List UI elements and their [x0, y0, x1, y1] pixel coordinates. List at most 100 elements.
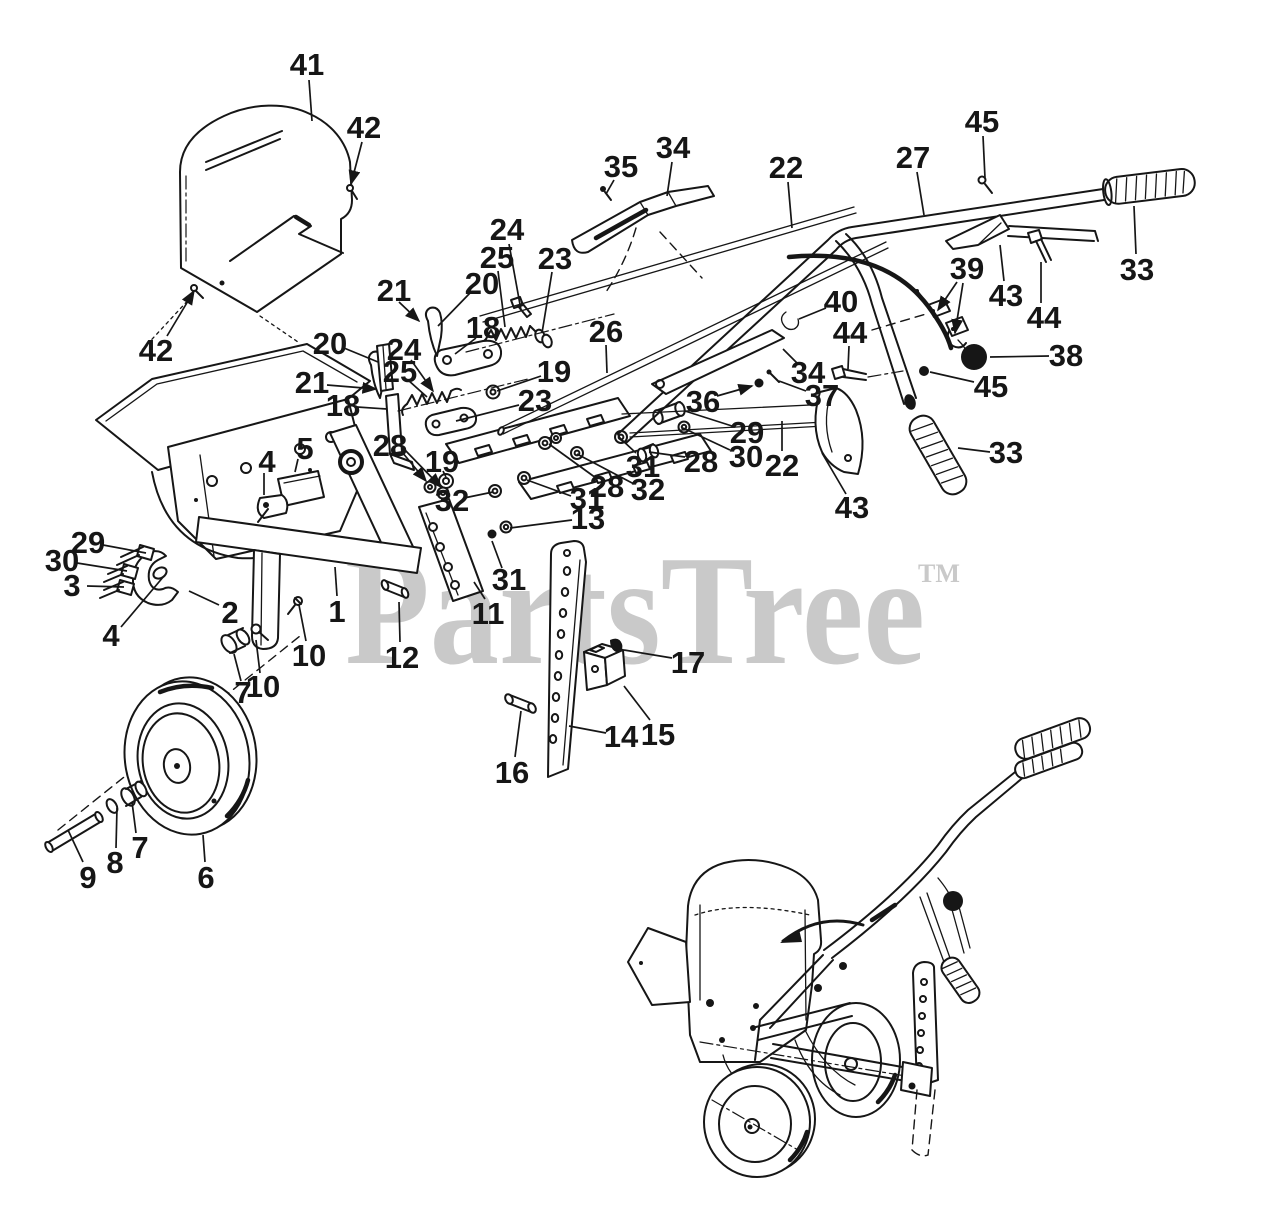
- assembled-knob: [943, 891, 963, 911]
- leader-line-41: [308, 79, 313, 122]
- callout-7-58: 7: [131, 830, 148, 865]
- leader-line-3: [86, 585, 125, 588]
- leader-line-40: [798, 307, 827, 320]
- bracket-18-lower: [424, 406, 478, 437]
- leader-line-19: [442, 470, 447, 478]
- callout-13-27: 13: [571, 501, 605, 536]
- callout-22-21: 22: [765, 448, 799, 483]
- spacer-28: [636, 443, 660, 463]
- callout-24-42: 24: [387, 332, 422, 367]
- bolt-44-top: [1027, 229, 1052, 263]
- callout-12-54: 12: [385, 640, 419, 675]
- rod-22-lower: [629, 420, 843, 438]
- leader-line-30: [682, 427, 731, 451]
- callout-29-19: 29: [730, 415, 764, 450]
- cable-clip-40: [780, 311, 800, 331]
- throttle-lever-34-top: [571, 185, 715, 254]
- callout-20-37: 20: [465, 266, 499, 301]
- callout-4-50: 4: [102, 618, 120, 653]
- leader-line-2: [188, 590, 220, 606]
- callout-10-56: 10: [246, 669, 280, 704]
- screw-37: [766, 369, 780, 383]
- callout-3-49: 3: [63, 568, 80, 603]
- callout-31-23: 31: [626, 449, 660, 484]
- leader-line-29: [684, 410, 733, 427]
- lever-34-lower: [651, 329, 785, 395]
- callout-27-6: 27: [896, 140, 930, 175]
- rod-22: [479, 206, 857, 323]
- callout-24-34: 24: [490, 212, 525, 247]
- callout-34-16: 34: [791, 355, 826, 390]
- leader-line-45: [982, 135, 986, 179]
- hook-20-upper: [424, 306, 443, 357]
- leader-line-6: [202, 834, 206, 863]
- leader-line-34: [782, 348, 798, 364]
- callout-30-20: 30: [729, 439, 763, 474]
- washer-8: [105, 798, 119, 814]
- callout-28-44: 28: [373, 428, 407, 463]
- leader-line-5: [294, 458, 299, 473]
- leader-line-43: [999, 244, 1005, 282]
- leader-line-29: [102, 544, 147, 554]
- callout-45-13: 45: [974, 369, 1008, 404]
- callout-11-65: 11: [472, 596, 505, 631]
- leader-line-14: [568, 725, 607, 734]
- callout-37-17: 37: [805, 378, 839, 413]
- leader-line-27: [916, 171, 925, 216]
- callout-44-15: 44: [833, 315, 868, 350]
- callout-35-3: 35: [604, 149, 638, 184]
- leader-line-7: [131, 801, 137, 834]
- callout-32-29: 32: [435, 483, 469, 518]
- depth-stake-shape: [504, 540, 626, 778]
- leader-line-25: [407, 379, 428, 398]
- leader-line-24: [410, 359, 434, 393]
- callout-21-40: 21: [295, 365, 329, 400]
- handle-bracket-43-lower: [814, 387, 864, 475]
- engine-cover-shape: [141, 104, 358, 351]
- watermark-text: PartsTree: [345, 523, 925, 697]
- callout-6-57: 6: [197, 860, 214, 895]
- callout-20-39: 20: [313, 326, 347, 361]
- callout-28-22: 28: [684, 444, 718, 479]
- tine-bar-upper: [445, 397, 631, 464]
- leader-line-18: [454, 337, 477, 355]
- bolt-36-nut: [754, 378, 764, 388]
- pin-16: [504, 693, 537, 714]
- wheel-shape: [44, 579, 410, 853]
- leader-line-28: [401, 451, 428, 483]
- callout-34-4: 34: [656, 130, 691, 165]
- callout-44-11: 44: [1027, 300, 1062, 335]
- leader-line-43: [821, 452, 847, 495]
- linkage-parts: [367, 227, 780, 539]
- callout-5-45: 5: [296, 431, 313, 466]
- assembled-hood: [685, 859, 823, 1063]
- callout-15-63: 15: [641, 717, 675, 752]
- callout-42-1: 42: [347, 110, 381, 145]
- bushing-7-right: [220, 627, 251, 654]
- leader-line-7: [233, 653, 242, 682]
- leader-line-28: [548, 443, 597, 479]
- leader-line-33: [957, 447, 991, 453]
- assembled-front-wheel: [703, 1063, 816, 1178]
- callout-8-59: 8: [106, 845, 123, 880]
- bolt-44-middle: [831, 365, 904, 381]
- callout-21-38: 21: [377, 273, 411, 308]
- assembled-side-shield: [627, 927, 691, 1006]
- leader-line-10: [298, 604, 307, 642]
- leader-line-8: [115, 807, 118, 849]
- leader-line-28: [403, 448, 443, 489]
- leader-line-13: [509, 519, 573, 529]
- assembled-frame: [699, 954, 931, 1096]
- assembled-stake: [900, 961, 939, 1157]
- callout-33-8: 33: [1120, 252, 1154, 287]
- leader-line-12: [398, 601, 401, 643]
- view-arrow: [780, 929, 802, 943]
- leader-line-35: [605, 179, 615, 195]
- leader-line-1: [334, 566, 338, 597]
- callout-40-14: 40: [824, 284, 858, 319]
- leader-line-26: [605, 344, 608, 374]
- watermark-tm: TM: [918, 559, 960, 588]
- callout-18-41: 18: [326, 388, 360, 423]
- callout-14-62: 14: [604, 719, 639, 754]
